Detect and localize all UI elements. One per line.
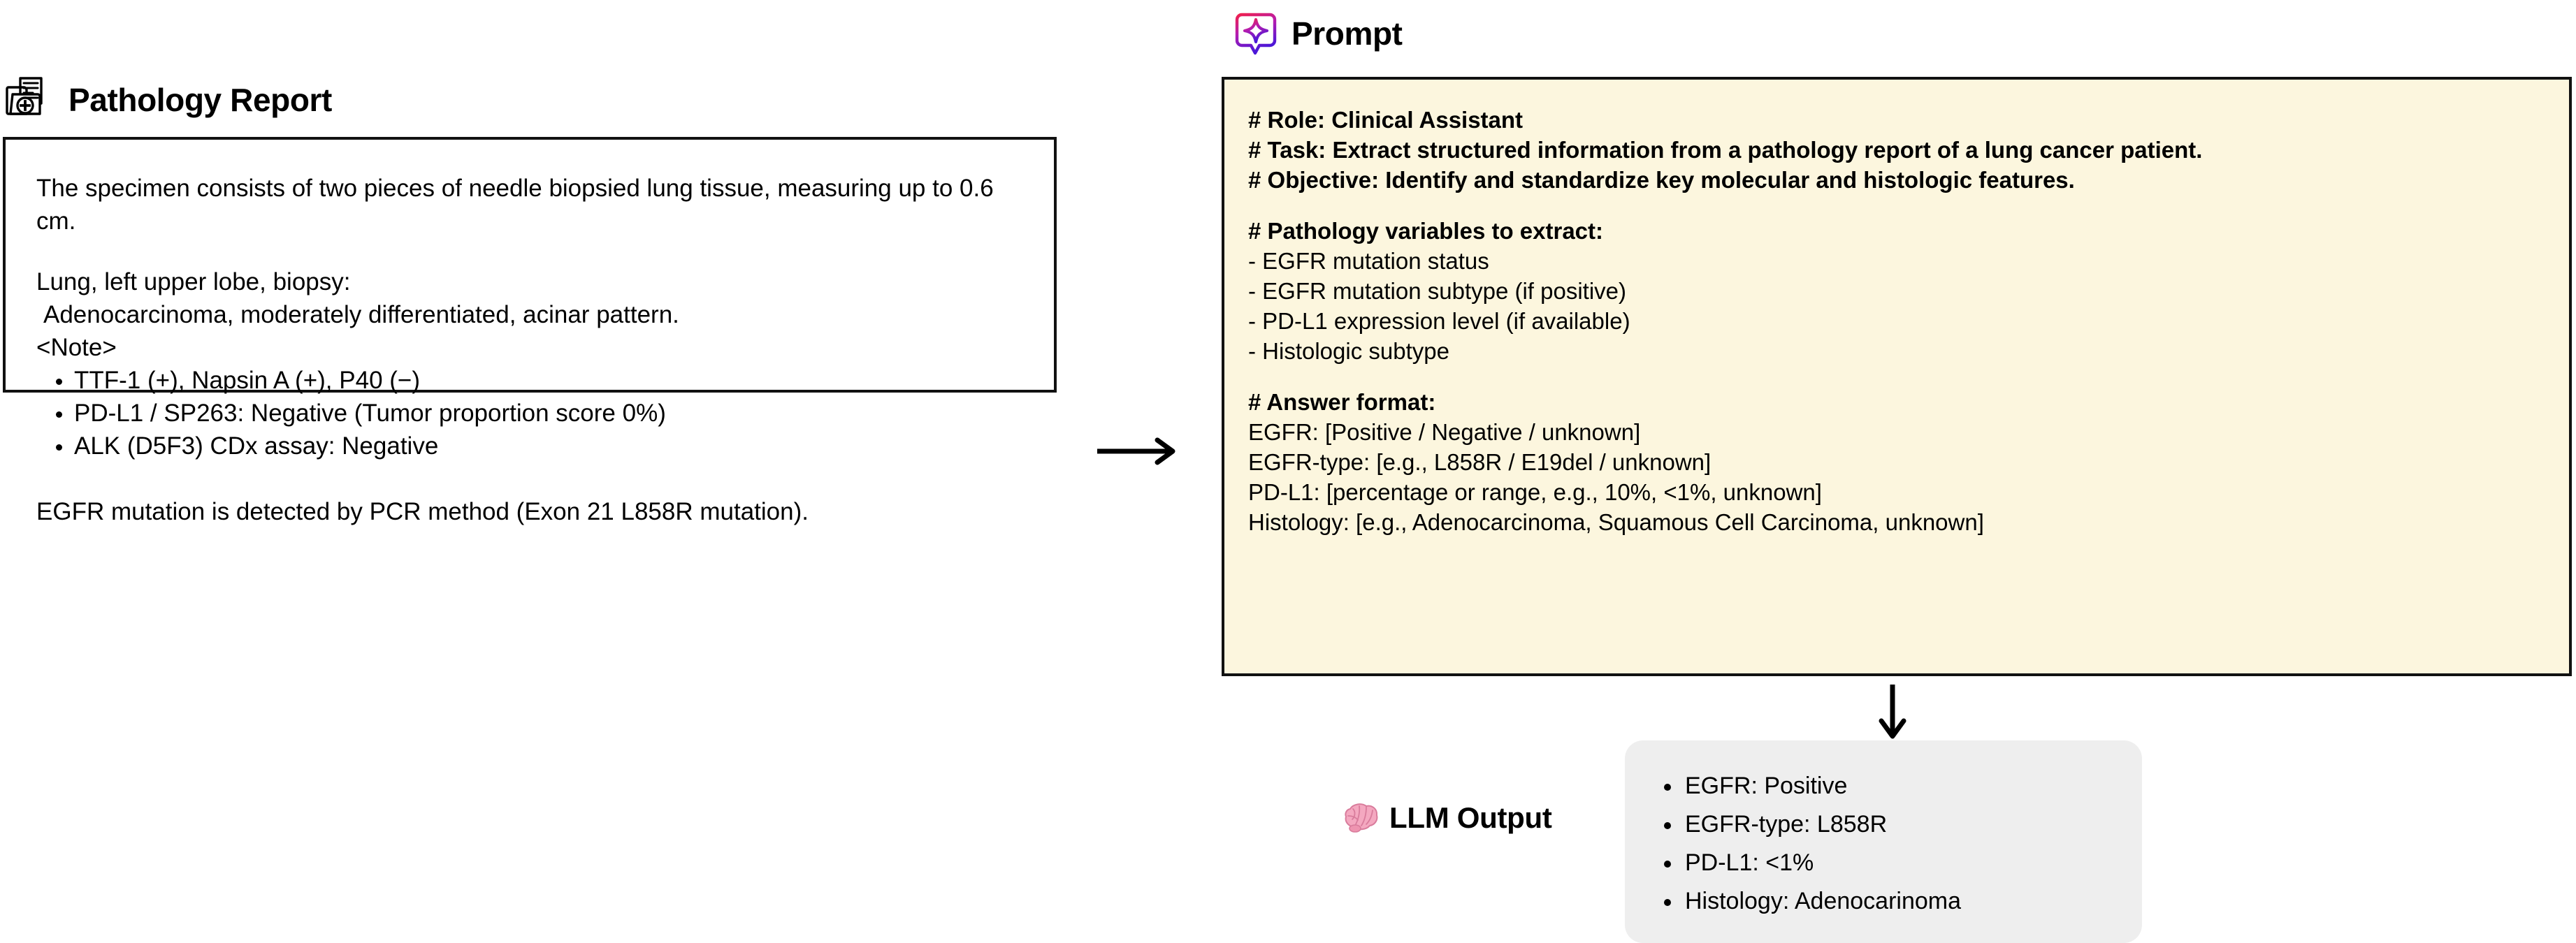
prompt-text: # Role: Clinical Assistant # Task: Extra…	[1248, 105, 2552, 537]
prompt-variable-item: - EGFR mutation subtype (if positive)	[1248, 278, 1627, 304]
llm-output-box: EGFR: Positive EGFR-type: L858R PD-L1: <…	[1625, 740, 2142, 943]
prompt-header-block: # Role: Clinical Assistant # Task: Extra…	[1248, 105, 2552, 195]
pathology-report-panel: Pathology Report The specimen consists o…	[0, 70, 1069, 525]
diagnosis-line: Adenocarcinoma, moderately differentiate…	[43, 301, 679, 328]
prompt-variable-item: - Histologic subtype	[1248, 338, 1449, 364]
prompt-objective-line: # Objective: Identify and standardize ke…	[1248, 167, 2075, 193]
list-item: PD-L1 / SP263: Negative (Tumor proportio…	[56, 397, 1034, 430]
llm-output-list: EGFR: Positive EGFR-type: L858R PD-L1: <…	[1663, 767, 1961, 921]
prompt-variables-block: # Pathology variables to extract: - EGFR…	[1248, 216, 2552, 366]
prompt-answer-line: EGFR-type: [e.g., L858R / E19del / unkno…	[1248, 449, 1712, 475]
llm-output-label: LLM Output	[1343, 802, 1552, 834]
llm-output-title: LLM Output	[1389, 801, 1552, 834]
pathology-report-box: The specimen consists of two pieces of n…	[3, 137, 1057, 525]
list-item: Histology: Adenocarinoma	[1663, 882, 1961, 921]
prompt-variables-heading: # Pathology variables to extract:	[1248, 218, 1604, 244]
prompt-box: # Role: Clinical Assistant # Task: Extra…	[1222, 77, 2572, 676]
prompt-variable-item: - EGFR mutation status	[1248, 248, 1489, 274]
prompt-answer-format-block: # Answer format: EGFR: [Positive / Negat…	[1248, 387, 2552, 537]
note-label: <Note>	[36, 334, 117, 361]
list-item: PD-L1: <1%	[1663, 844, 1961, 882]
prompt-title: Prompt	[1291, 15, 1403, 52]
arrow-down-icon	[1877, 685, 1908, 743]
list-item: EGFR: Positive	[1663, 767, 1961, 805]
prompt-answer-line: EGFR: [Positive / Negative / unknown]	[1248, 419, 1641, 445]
prompt-panel: Prompt # Role: Clinical Assistant # Task…	[1216, 0, 2572, 676]
pathology-report-text: The specimen consists of two pieces of n…	[36, 172, 1034, 528]
prompt-variable-item: - PD-L1 expression level (if available)	[1248, 308, 1630, 334]
egfr-mutation-line: EGFR mutation is detected by PCR method …	[36, 498, 809, 525]
pathology-report-title: Pathology Report	[68, 82, 332, 118]
sparkle-chat-bubble-icon	[1234, 12, 1278, 55]
prompt-role-line: # Role: Clinical Assistant	[1248, 107, 1524, 133]
brain-icon	[1343, 802, 1380, 834]
medical-folder-report-icon	[3, 75, 53, 125]
prompt-answer-line: PD-L1: [percentage or range, e.g., 10%, …	[1248, 479, 1822, 505]
text-spacer	[36, 462, 1034, 495]
list-item: EGFR-type: L858R	[1663, 805, 1961, 844]
prompt-header: Prompt	[1216, 0, 2572, 67]
list-item: TTF-1 (+), Napsin A (+), P40 (−)	[56, 364, 1034, 397]
prompt-answer-heading: # Answer format:	[1248, 389, 1436, 415]
arrow-right-icon	[1097, 437, 1181, 465]
specimen-description: The specimen consists of two pieces of n…	[36, 175, 994, 235]
prompt-task-line: # Task: Extract structured information f…	[1248, 137, 2203, 163]
note-list: TTF-1 (+), Napsin A (+), P40 (−) PD-L1 /…	[36, 364, 1034, 462]
list-item: ALK (D5F3) CDx assay: Negative	[56, 430, 1034, 462]
pathology-report-header: Pathology Report	[0, 70, 1069, 130]
prompt-answer-line: Histology: [e.g., Adenocarcinoma, Squamo…	[1248, 509, 1984, 535]
biopsy-site-line: Lung, left upper lobe, biopsy:	[36, 268, 351, 295]
